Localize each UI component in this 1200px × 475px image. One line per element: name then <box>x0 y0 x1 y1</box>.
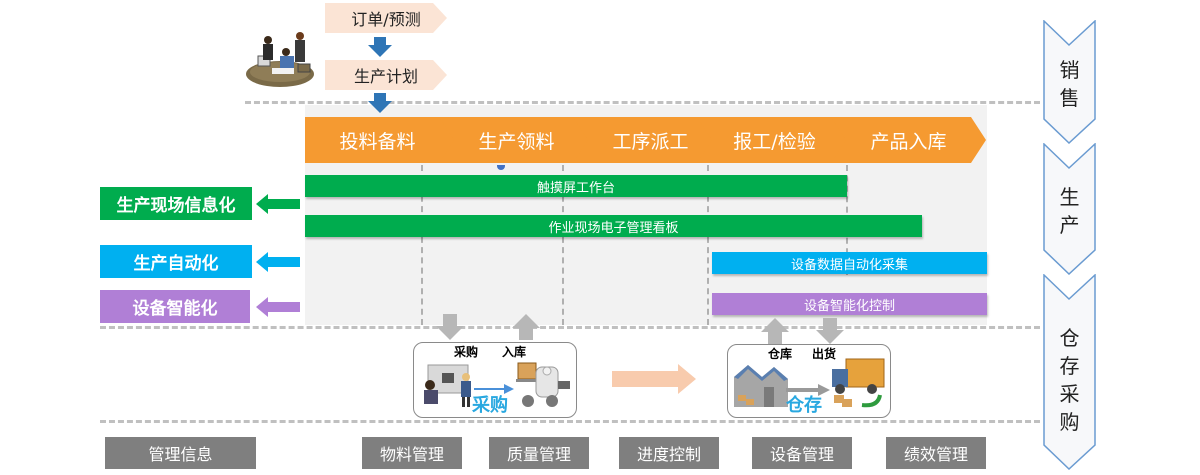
stage-production-label: 生产 <box>1043 183 1096 239</box>
ship-top-label: 出货 <box>812 347 837 361</box>
small-marker-icon <box>497 165 505 170</box>
stage-text: 仓存采购 <box>1059 326 1080 434</box>
forklift-icon <box>514 357 572 415</box>
quality-management-button[interactable]: 质量管理 <box>489 437 589 469</box>
down-arrow-icon <box>436 314 464 344</box>
equipment-management-button[interactable]: 设备管理 <box>752 437 852 469</box>
device-smart-control-bar: 设备智能化控制 <box>712 293 987 315</box>
up-arrow-icon <box>512 314 540 344</box>
process-step-label: 报工/检验 <box>733 130 816 153</box>
process-step-label: 投料备料 <box>339 130 416 153</box>
up-arrow-icon <box>761 318 789 348</box>
guide-line <box>707 165 709 325</box>
smart-device-label: 设备智能化 <box>100 290 250 323</box>
guide-line <box>562 165 564 325</box>
flow-down-arrow-icon <box>368 93 392 113</box>
process-step-label: 产品入库 <box>870 130 947 153</box>
office-worker-icon <box>420 359 478 413</box>
material-management-button[interactable]: 物料管理 <box>362 437 462 469</box>
separator-warehouse <box>100 420 1040 423</box>
left-arrow-icon <box>256 252 300 272</box>
performance-management-button[interactable]: 绩效管理 <box>886 437 986 469</box>
process-step-feeding[interactable]: 投料备料 <box>305 117 460 163</box>
stage-production[interactable]: 生产 <box>1043 143 1096 275</box>
warehouse-scene: 仓库 出货 仓存 <box>727 344 891 418</box>
device-data-collection-bar: 设备数据自动化采集 <box>712 252 987 274</box>
production-plan-step: 生产计划 <box>325 60 447 90</box>
left-arrow-icon <box>256 297 300 317</box>
purchase-caption: 采购 <box>472 395 508 416</box>
process-step-warehousing[interactable]: 产品入库 <box>831 117 986 163</box>
stage-text: 销售 <box>1059 58 1080 110</box>
transfer-arrow-icon <box>786 381 830 400</box>
electronic-board-bar: 作业现场电子管理看板 <box>305 215 922 237</box>
flow-right-arrow-icon <box>612 364 696 398</box>
warehouse-caption: 仓存 <box>786 395 822 416</box>
separator-sales <box>245 101 1040 104</box>
touchscreen-workbench-bar: 触摸屏工作台 <box>305 175 847 197</box>
stage-sales[interactable]: 销售 <box>1043 20 1096 144</box>
meeting-people-icon <box>244 30 316 90</box>
process-step-material-pick[interactable]: 生产领料 <box>439 117 594 163</box>
info-label: 生产现场信息化 <box>100 187 252 220</box>
stage-sales-label: 销售 <box>1043 56 1096 112</box>
down-arrow-icon <box>816 318 844 348</box>
process-step-label: 生产领料 <box>478 130 555 153</box>
stage-warehouse-purchase-label: 仓存采购 <box>1043 324 1096 436</box>
guide-line <box>421 165 423 325</box>
process-step-report-inspect[interactable]: 报工/检验 <box>697 117 852 163</box>
transfer-arrow-icon <box>474 379 514 398</box>
left-arrow-icon <box>256 194 300 214</box>
management-info-button[interactable]: 管理信息 <box>105 437 256 469</box>
stage-text: 生产 <box>1059 185 1080 237</box>
purchase-scene: 采购 入库 采购 <box>413 342 577 418</box>
order-forecast-step: 订单/预测 <box>325 3 447 33</box>
warehouse-building-icon <box>734 359 788 417</box>
flow-down-arrow-icon <box>368 37 392 57</box>
purchase-top-label: 采购 <box>454 345 479 359</box>
separator-production <box>100 326 1040 329</box>
process-step-label: 工序派工 <box>612 130 689 153</box>
automation-label: 生产自动化 <box>100 245 252 278</box>
stage-warehouse-purchase[interactable]: 仓存采购 <box>1043 274 1096 470</box>
warehouse-top-label: 仓库 <box>768 347 793 361</box>
instock-top-label: 入库 <box>502 345 527 359</box>
progress-control-button[interactable]: 进度控制 <box>619 437 719 469</box>
delivery-truck-icon <box>828 355 888 417</box>
